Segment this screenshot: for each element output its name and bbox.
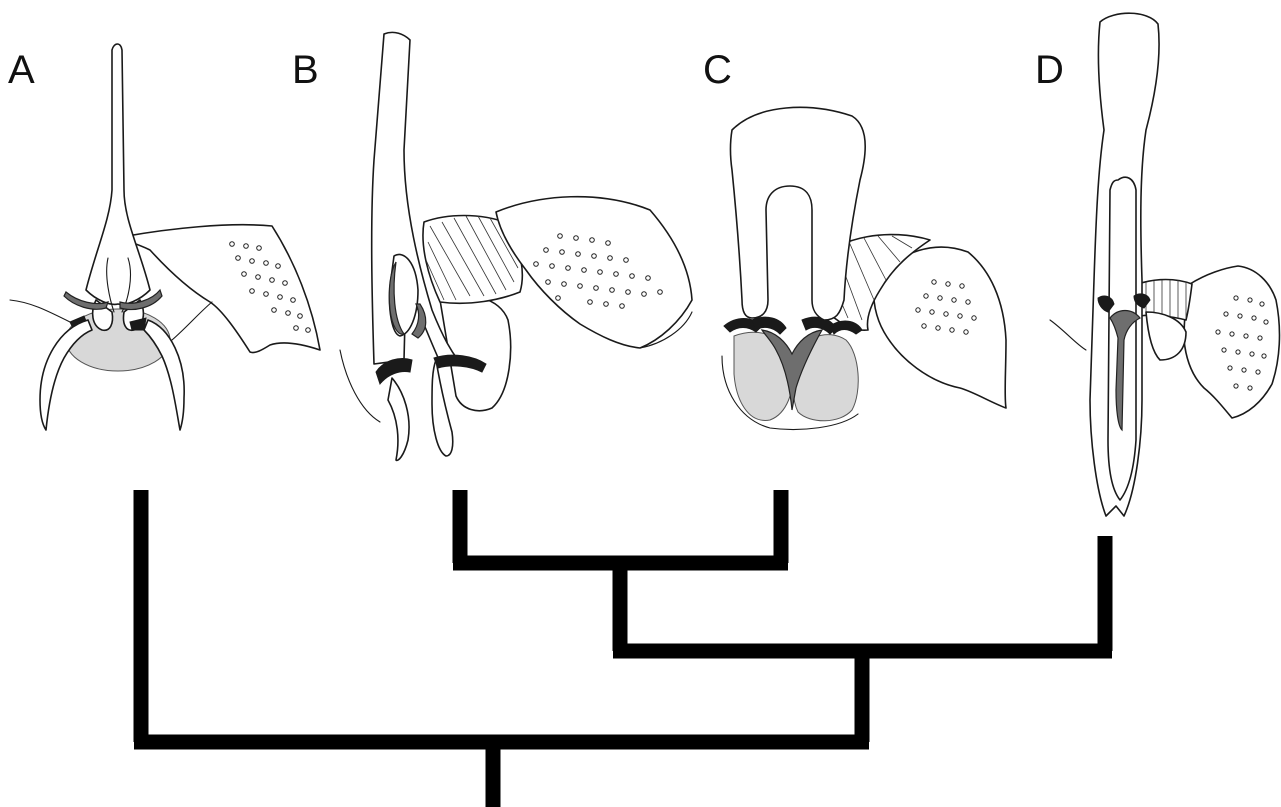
right-hook-a [144,320,184,430]
genitalia-drawing-b [340,32,692,460]
aedeagus-c [731,107,866,320]
genitalia-drawing-c [722,107,1006,429]
aedeagus-a [86,44,150,304]
genitalia-drawing-d [1050,13,1279,516]
cladogram-tree [134,490,1112,807]
paramere-b [496,197,692,348]
genitalia-drawing-a [10,44,320,430]
paramere-d [1184,266,1279,418]
